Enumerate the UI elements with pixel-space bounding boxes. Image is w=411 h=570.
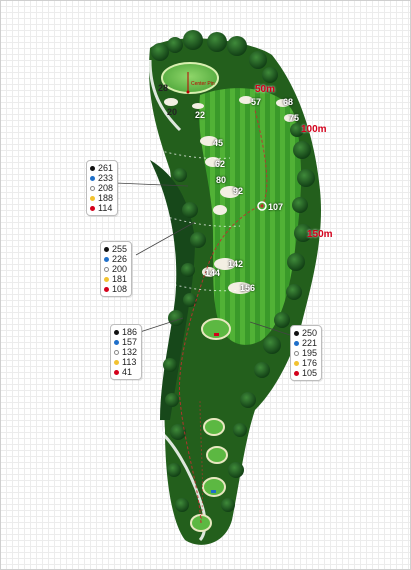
yardage-label: 107 [268, 202, 284, 212]
white-tee-yardage: 132 [122, 347, 138, 357]
bunker [276, 99, 290, 107]
yardage-label: 144 [205, 268, 221, 278]
yardage-label: 20 [167, 107, 178, 117]
white-tee-yardage: 195 [302, 348, 318, 358]
yardage-box-3: 186 157 132 113 41 [110, 324, 143, 380]
yardage-label: 68 [283, 97, 294, 107]
bunker [239, 96, 253, 104]
leader-line [114, 182, 189, 187]
white-tee-yardage: 200 [112, 264, 128, 274]
bunker [213, 205, 227, 215]
blue-tee-yardage: 226 [112, 254, 128, 264]
blue-tee-yardage: 221 [302, 338, 318, 348]
shot-line-alt [199, 399, 204, 524]
leader-line [139, 317, 184, 333]
bunker [205, 157, 221, 167]
bunker [284, 114, 296, 122]
tee-box-3 [202, 477, 226, 497]
putting-green [161, 62, 219, 94]
bunker [200, 136, 218, 146]
black-tee-yardage: 186 [122, 327, 138, 337]
tee-box-forward [201, 318, 231, 340]
red-tee-yardage: 108 [112, 284, 128, 294]
yardage-label: 142 [228, 259, 244, 269]
bunker [220, 186, 240, 198]
blue-tee-yardage: 157 [122, 337, 138, 347]
trees [151, 30, 315, 512]
distance-marker-50m: 50m [255, 84, 276, 95]
yellow-tee-yardage: 181 [112, 274, 128, 284]
leader-line [135, 221, 196, 256]
tee-box-2 [206, 446, 228, 464]
yardage-label: 80 [216, 175, 227, 185]
yardage-label: 57 [251, 97, 262, 107]
red-tee-yardage: 105 [302, 368, 318, 378]
yardage-label: 28 [158, 83, 169, 93]
yardage-label: 92 [233, 186, 244, 196]
white-tee-yardage: 208 [98, 183, 114, 193]
fairway [198, 88, 301, 345]
black-tee-yardage: 261 [98, 163, 114, 173]
yardage-box-1: 261 233 208 188 114 [86, 160, 119, 216]
yellow-tee-yardage: 176 [302, 358, 318, 368]
green-pin-label: Center Pin [191, 81, 215, 87]
tree-line-left [150, 160, 195, 420]
yellow-tee-yardage: 113 [122, 357, 137, 367]
yardage-label: 22 [195, 110, 206, 120]
bunker [192, 103, 204, 109]
yellow-tee-yardage: 188 [98, 193, 114, 203]
shot-line [178, 109, 268, 524]
distance-marker-100m: 100m [301, 124, 327, 135]
yardage-label: 156 [240, 283, 256, 293]
red-tee-yardage: 41 [122, 367, 133, 377]
yardage-label: 75 [289, 113, 300, 123]
black-tee-yardage: 255 [112, 244, 128, 254]
yardage-box-2: 255 226 200 181 108 [100, 241, 133, 297]
tee-box-1 [203, 418, 225, 436]
red-tee-yardage: 114 [98, 203, 113, 213]
leader-line [249, 321, 291, 336]
distance-marker-150m: 150m [307, 229, 333, 240]
blue-tee-yardage: 233 [98, 173, 114, 183]
bunker [202, 267, 216, 277]
bunker [214, 258, 236, 270]
yardage-box-4: 250 221 195 176 105 [290, 325, 323, 381]
bunker [164, 98, 178, 106]
target-marker [257, 201, 267, 211]
yardage-label: 45 [213, 138, 224, 148]
cart-path-upper [148, 59, 182, 132]
yardage-label: 62 [215, 159, 226, 169]
cart-path [157, 428, 207, 542]
blue-tee-marker [211, 490, 216, 493]
black-tee-yardage: 250 [302, 328, 318, 338]
red-tee-marker [214, 333, 219, 336]
